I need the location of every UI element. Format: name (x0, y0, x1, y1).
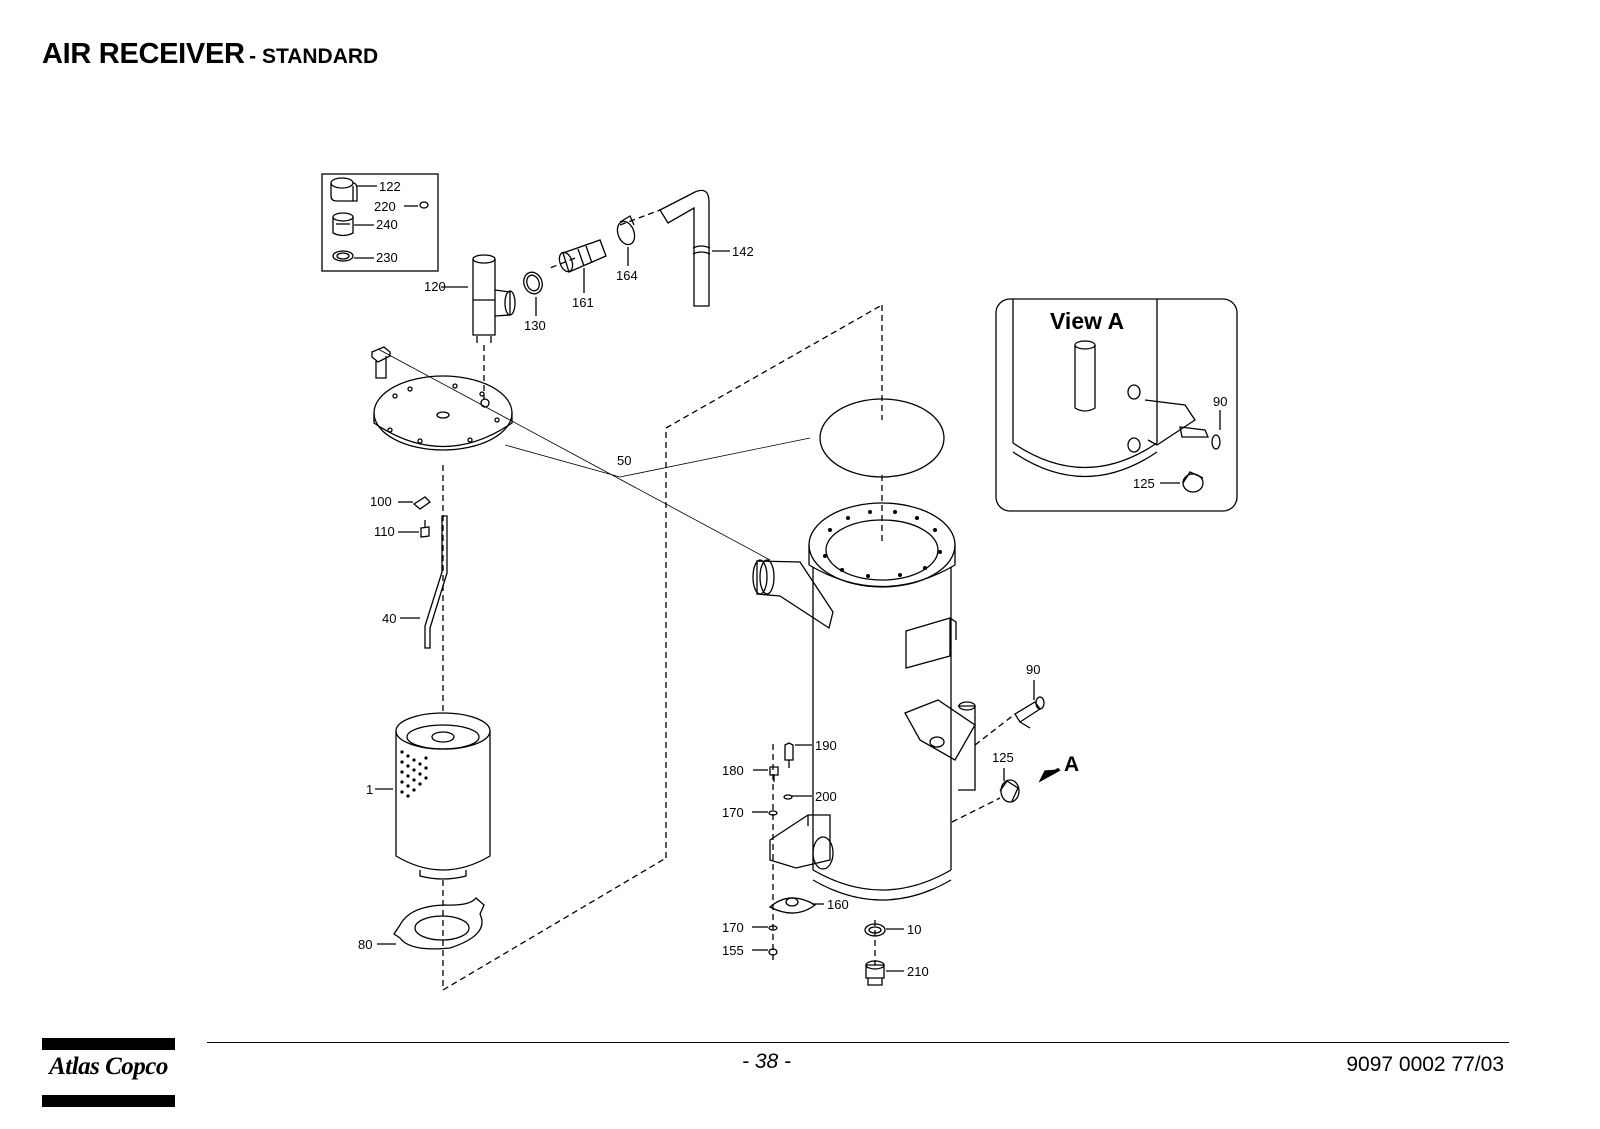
label-155: 155 (722, 943, 744, 958)
inset-label-220: 220 (374, 199, 396, 214)
logo-bottom-bar (42, 1095, 175, 1107)
clip-part (412, 496, 432, 510)
label-110: 110 (374, 524, 395, 539)
page-title: AIR RECEIVER - STANDARD (42, 38, 378, 71)
bolt-180-part (769, 766, 779, 782)
flange-bolt-holes (823, 510, 942, 578)
filter-perforation-pattern (400, 750, 428, 798)
view-a-title: View A (1050, 308, 1124, 334)
drain-cock-part (1014, 696, 1045, 729)
cover-plate-part (373, 375, 513, 451)
label-170-lower: 170 (722, 920, 744, 935)
label-100: 100 (370, 494, 392, 509)
small-nut-icon (419, 201, 429, 209)
bolt-190-part (784, 742, 794, 768)
label-50: 50 (617, 453, 631, 468)
plug-210-part (865, 960, 885, 986)
view-a-pipe-part (1074, 340, 1096, 412)
label-130: 130 (524, 318, 546, 333)
view-a-drain-cock-part (1179, 426, 1221, 450)
logo-top-bar (42, 1038, 175, 1050)
view-a-frame (995, 298, 1238, 512)
label-142: 142 (732, 244, 754, 259)
screw-part (420, 520, 430, 538)
document-number: 9097 0002 77/03 (1346, 1053, 1504, 1076)
label-10: 10 (907, 922, 921, 937)
label-190: 190 (815, 738, 837, 753)
seal-ring-icon (332, 250, 354, 262)
brand-logo: Atlas Copco (42, 1038, 175, 1107)
label-120: 120 (424, 279, 446, 294)
inset-frame (321, 173, 439, 272)
plug-fitting-icon (332, 212, 354, 237)
label-161: 161 (572, 295, 594, 310)
view-a-fitting-part (1182, 471, 1204, 493)
filter-element-part (395, 712, 491, 880)
label-160: 160 (827, 897, 849, 912)
hose-nipple-part (558, 239, 607, 273)
hose-clamp-part (616, 215, 636, 246)
label-180: 180 (722, 763, 744, 778)
hose-pipe-part (659, 189, 711, 307)
label-80: 80 (358, 937, 372, 952)
air-receiver-vessel-part (752, 502, 976, 901)
label-210: 210 (907, 964, 929, 979)
inset-label-122: 122 (379, 179, 401, 194)
bolt-part (371, 346, 391, 379)
safety-valve-part (472, 254, 516, 343)
label-125: 125 (992, 750, 1014, 765)
view-marker-a: A (1064, 753, 1079, 776)
title-subtitle: - STANDARD (249, 45, 379, 68)
strap-part (424, 515, 448, 649)
view-a-label-125: 125 (1133, 476, 1155, 491)
label-170-upper: 170 (722, 805, 744, 820)
drain-valve-part (768, 897, 817, 914)
label-164: 164 (616, 268, 638, 283)
inset-label-240: 240 (376, 217, 398, 232)
title-main: AIR RECEIVER (42, 38, 245, 70)
label-40: 40 (382, 611, 396, 626)
label-1: 1 (366, 782, 373, 797)
elbow-fitting-icon (330, 177, 358, 202)
seal-ring-10-part (864, 923, 886, 937)
page-number: - 38 - (742, 1050, 792, 1073)
label-90: 90 (1026, 662, 1040, 677)
inset-label-230: 230 (376, 250, 398, 265)
view-a-label-90: 90 (1213, 394, 1227, 409)
o-ring-part (523, 271, 543, 295)
label-200: 200 (815, 789, 837, 804)
fitting-125-part (999, 779, 1020, 803)
footer-divider (207, 1042, 1509, 1043)
gasket-part (393, 897, 485, 950)
logo-wordmark: Atlas Copco (49, 1053, 168, 1080)
flange-gasket-part (819, 398, 945, 478)
